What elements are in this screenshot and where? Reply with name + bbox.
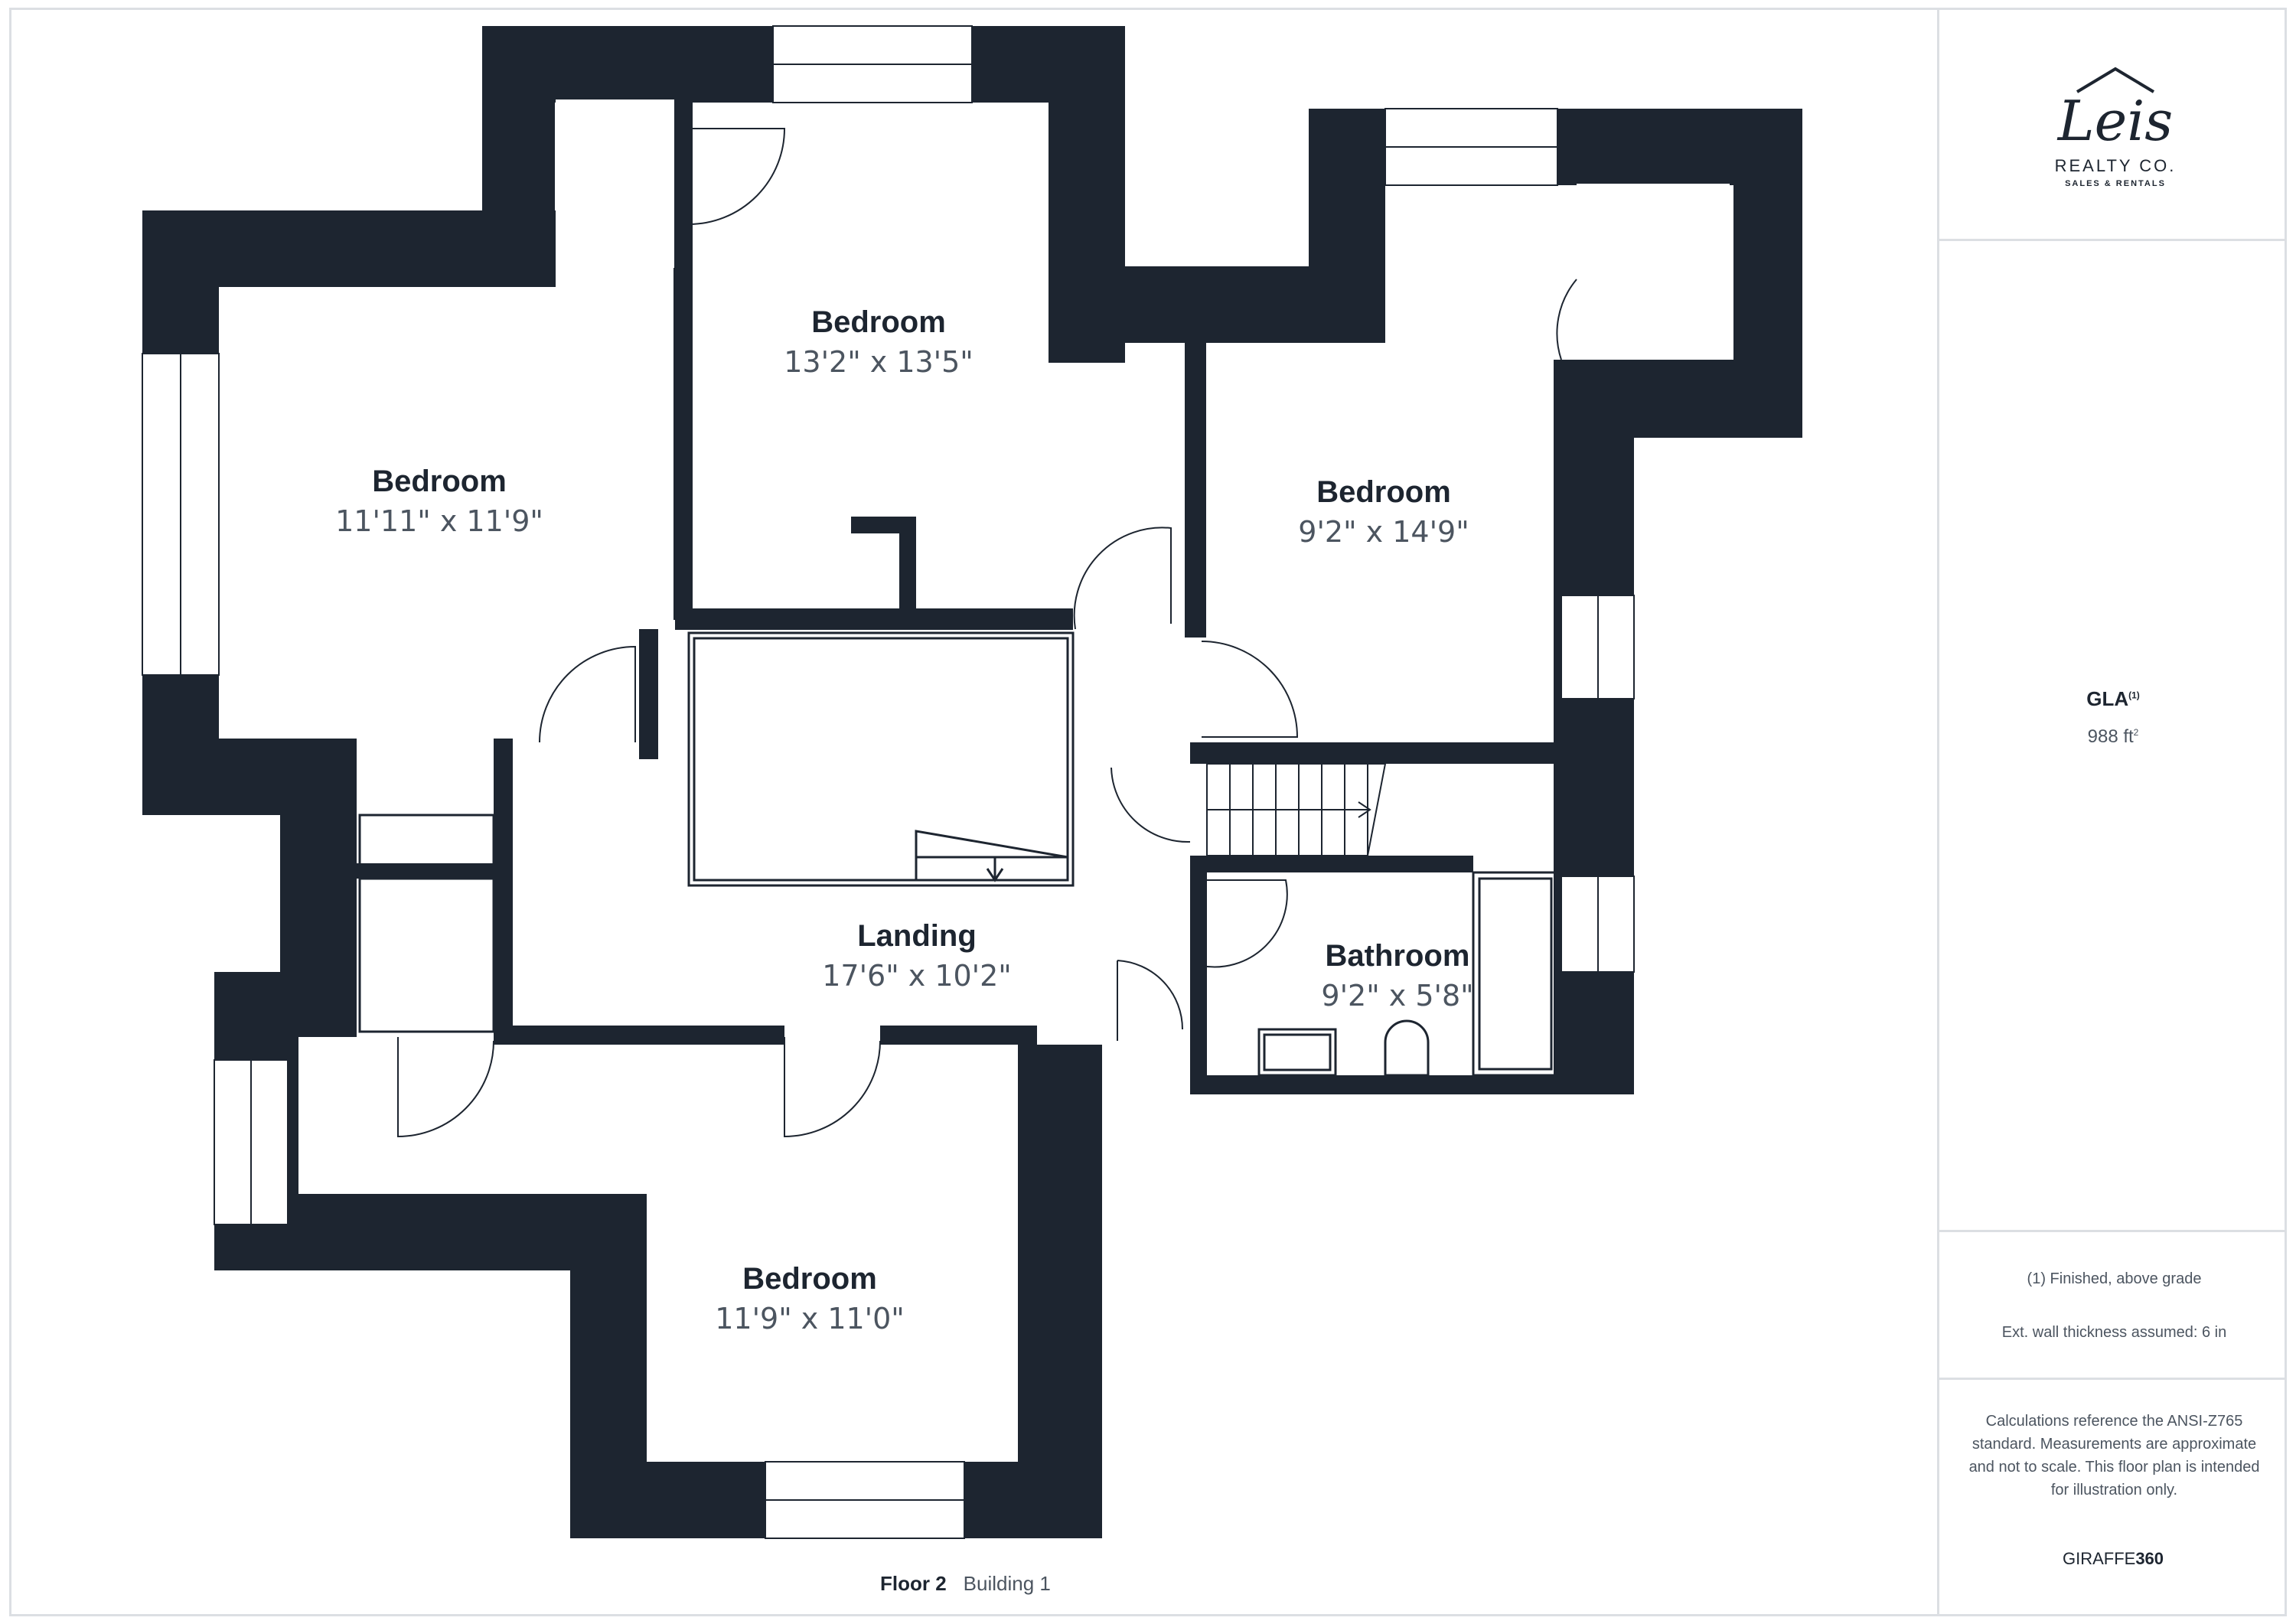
exterior-walls bbox=[142, 26, 1802, 1538]
divider bbox=[1939, 239, 2287, 241]
floor-caption: Floor 2 Building 1 bbox=[880, 1572, 1051, 1596]
closet-partitions bbox=[358, 631, 1075, 1033]
window-frames bbox=[142, 25, 1635, 1539]
staircase bbox=[1206, 763, 1387, 856]
room-name: Bedroom bbox=[742, 1262, 877, 1296]
divider bbox=[1939, 1230, 2287, 1232]
room-dimensions: 13'2" x 13'5" bbox=[784, 345, 974, 379]
room-name: Bathroom bbox=[1326, 939, 1470, 973]
room-name: Landing bbox=[857, 919, 977, 953]
logo-line1: REALTY CO. bbox=[2054, 156, 2177, 175]
divider bbox=[1939, 1378, 2287, 1380]
room-dimensions: 11'11" x 11'9" bbox=[335, 504, 543, 538]
gla-block: GLA(1) 988 ft2 bbox=[1939, 687, 2287, 748]
room-name: Bedroom bbox=[1316, 475, 1451, 509]
room-labels: Bedroom 13'2" x 13'5" Bedroom 11'11" x 1… bbox=[335, 305, 1473, 1335]
note-wall-thickness: Ext. wall thickness assumed: 6 in bbox=[2001, 1324, 2227, 1341]
gla-label: GLA(1) bbox=[2086, 687, 2140, 710]
info-sidebar: Leis REALTY CO. SALES & RENTALS GLA(1) 9… bbox=[1937, 8, 2287, 1616]
house-roof-icon bbox=[2076, 67, 2155, 93]
gla-value: 988 ft2 bbox=[2087, 726, 2139, 747]
company-logo: Leis REALTY CO. SALES & RENTALS bbox=[2047, 61, 2184, 191]
building-label: Building 1 bbox=[963, 1572, 1051, 1595]
room-name: Bedroom bbox=[372, 465, 507, 498]
floor-plan: Bedroom 13'2" x 13'5" Bedroom 11'11" x 1… bbox=[142, 25, 1802, 1539]
room-dimensions: 17'6" x 10'2" bbox=[822, 959, 1012, 993]
room-dimensions: 9'2" x 5'8" bbox=[1321, 979, 1473, 1013]
floor-label: Floor 2 bbox=[880, 1572, 947, 1595]
disclaimer-text: Calculations reference the ANSI-Z765 sta… bbox=[1968, 1413, 2260, 1498]
page-frame bbox=[9, 8, 2287, 1616]
gla-footnote-mark: (1) bbox=[2128, 690, 2140, 701]
room-dimensions: 11'9" x 11'0" bbox=[715, 1302, 905, 1335]
brand-mark: GIRAFFE360 bbox=[2062, 1549, 2164, 1568]
room-name: Bedroom bbox=[811, 305, 946, 339]
logo-script: Leis bbox=[2057, 89, 2174, 153]
note-finished: (1) Finished, above grade bbox=[2027, 1270, 2202, 1287]
door-swings bbox=[397, 128, 1577, 1138]
interior-walls bbox=[357, 99, 1557, 1079]
room-dimensions: 9'2" x 14'9" bbox=[1298, 515, 1469, 549]
bathroom-fixtures bbox=[1257, 871, 1559, 1077]
gla-unit-sup: 2 bbox=[2133, 727, 2139, 738]
logo-line2: SALES & RENTALS bbox=[2065, 179, 2166, 188]
